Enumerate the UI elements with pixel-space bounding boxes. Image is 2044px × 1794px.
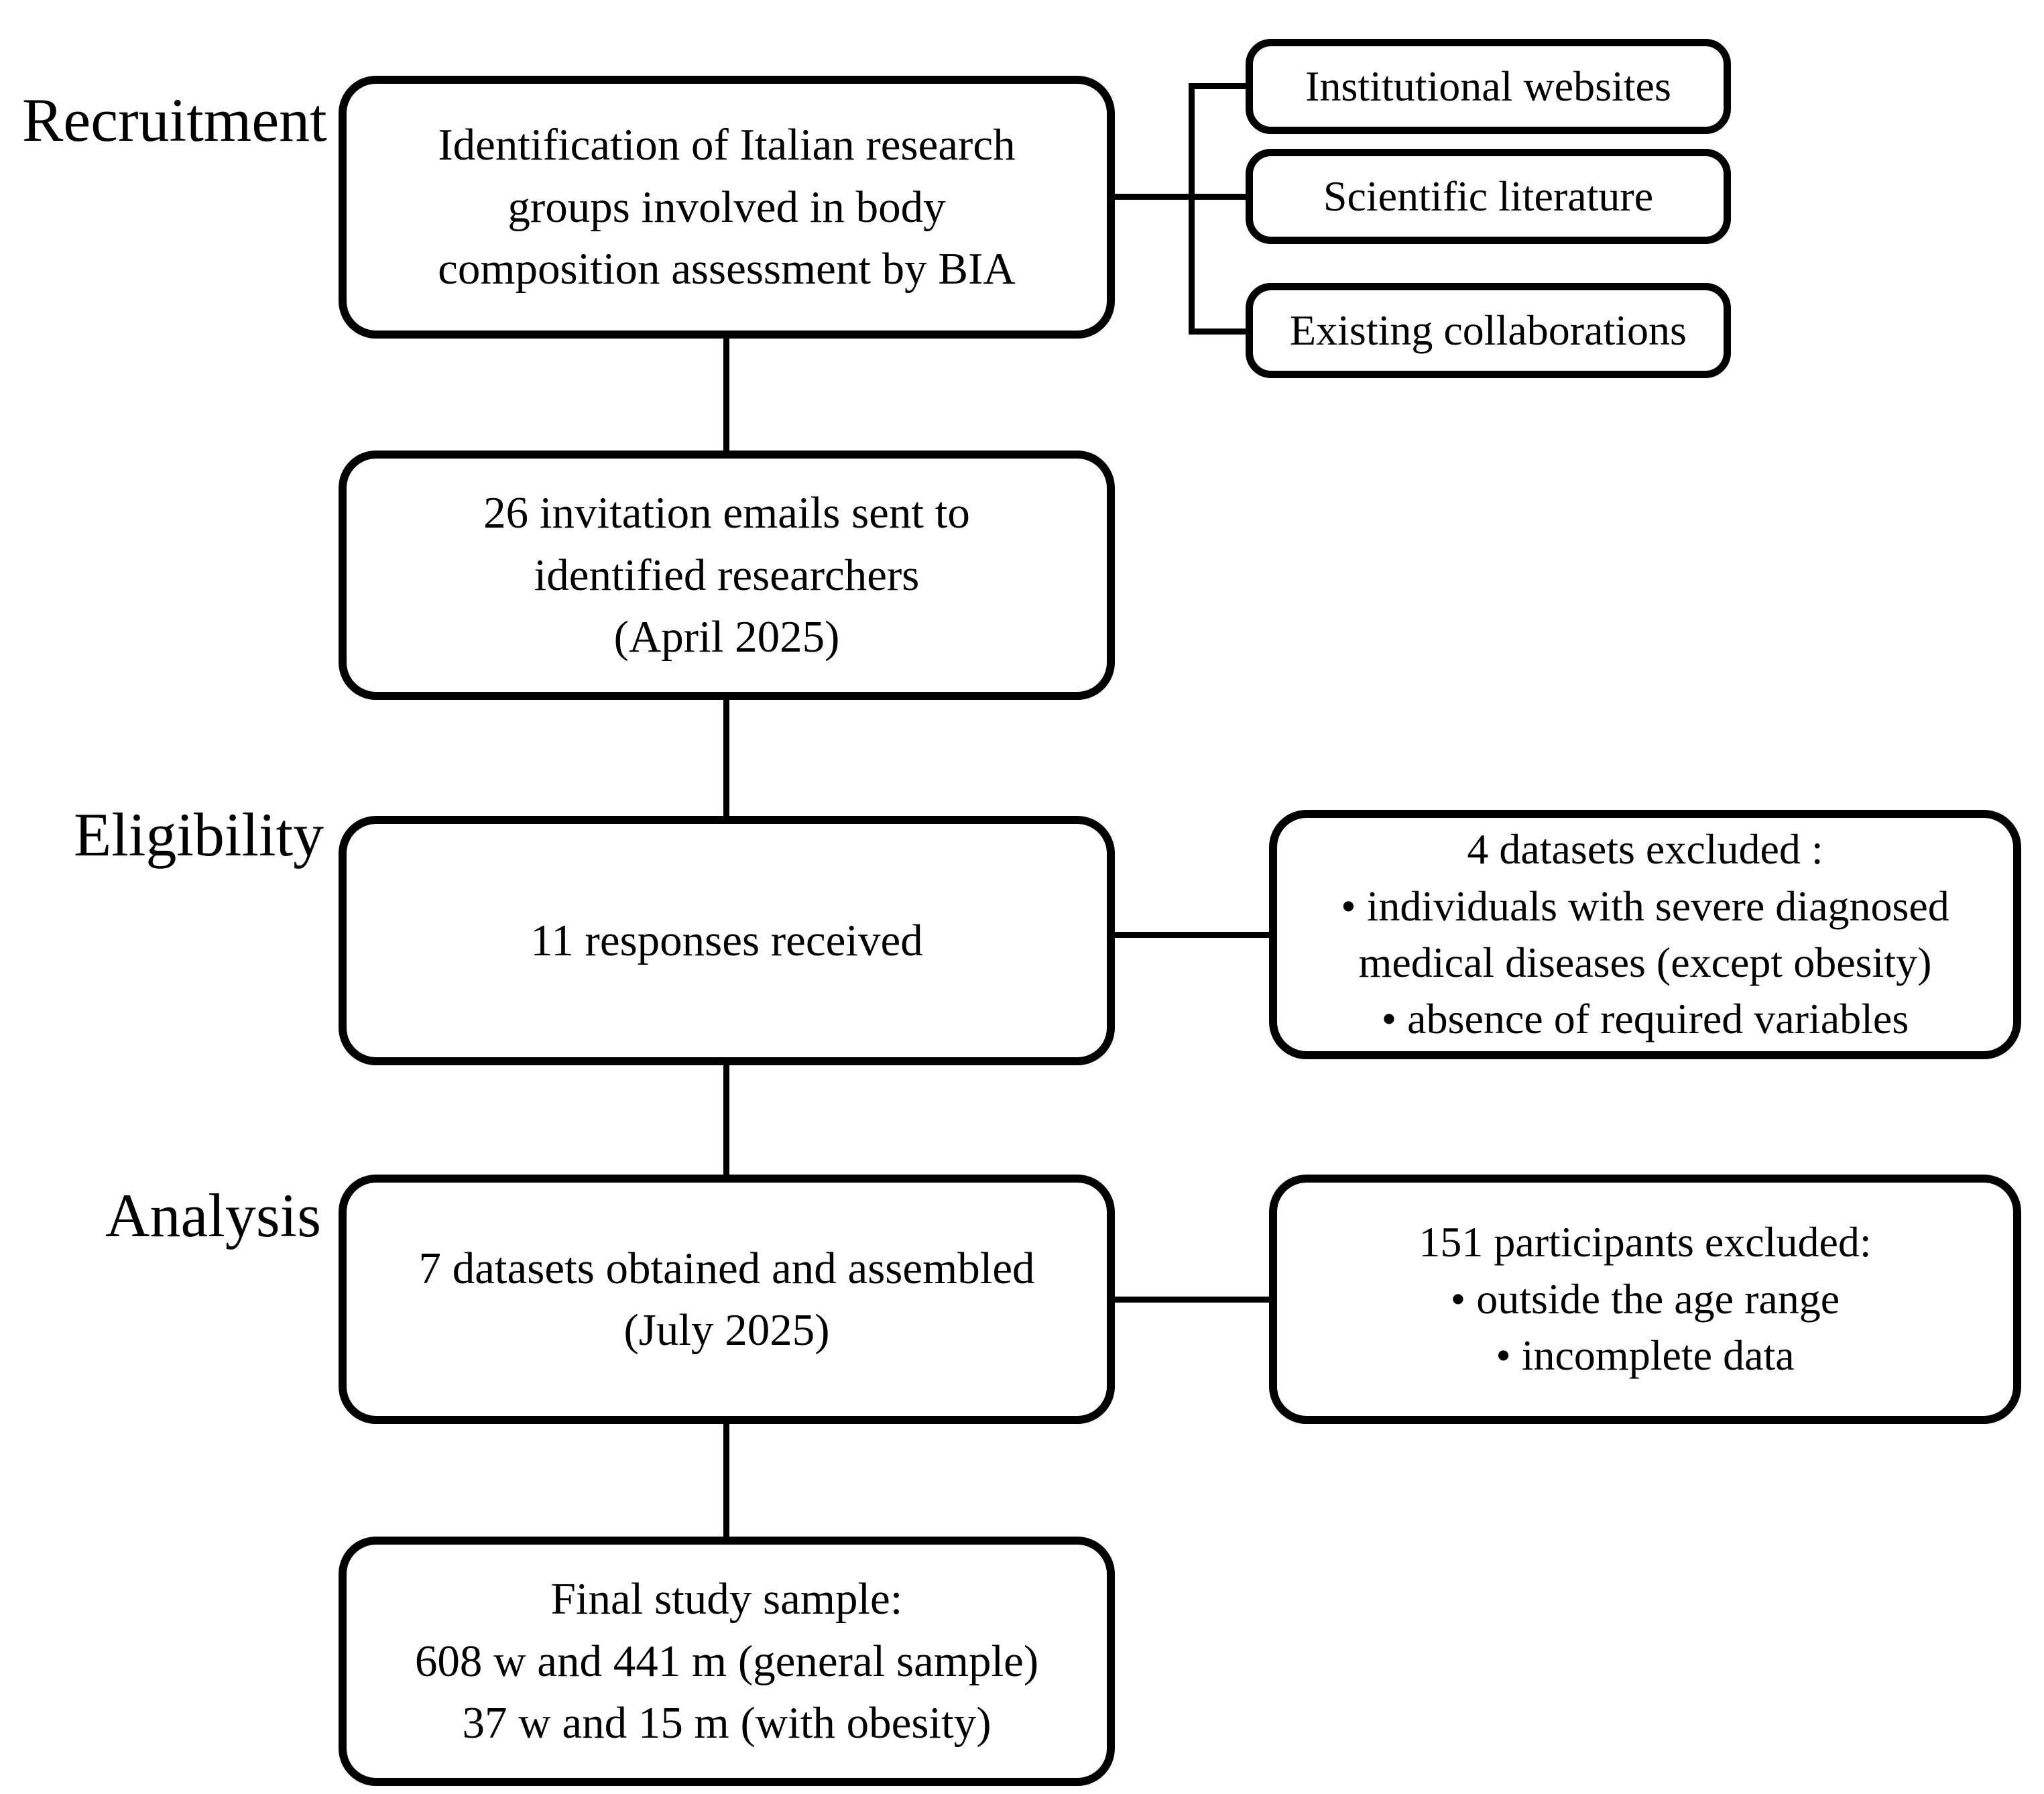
connector-responses-to-excluded-datasets xyxy=(1111,932,1276,938)
box-line: (July 2025) xyxy=(623,1305,830,1355)
connector-invitation-to-responses xyxy=(723,697,729,821)
connector-responses-to-datasets xyxy=(723,1063,729,1180)
connector-datasets-to-final xyxy=(723,1421,729,1542)
box-line: • incomplete data xyxy=(1496,1331,1795,1380)
connector-branch-to-collaborations xyxy=(1189,328,1252,335)
box-line: Institutional websites xyxy=(1305,62,1671,110)
box-line: Final study sample: xyxy=(550,1574,903,1624)
box-responses-received: 11 responses received xyxy=(339,816,1115,1065)
box-line: Existing collaborations xyxy=(1290,306,1687,354)
box-identification: Identification of Italian research group… xyxy=(339,76,1115,339)
box-line: 7 datasets obtained and assembled xyxy=(418,1243,1035,1293)
box-source-existing-collaborations: Existing collaborations xyxy=(1246,283,1731,378)
stage-label-eligibility: Eligibility xyxy=(74,800,324,869)
box-line: • outside the age range xyxy=(1450,1274,1840,1323)
box-line: • absence of required variables xyxy=(1381,995,1909,1043)
box-excluded-participants: 151 participants excluded: • outside the… xyxy=(1269,1175,2021,1424)
connector-datasets-to-excluded-participants xyxy=(1111,1297,1276,1303)
box-line: • individuals with severe diagnosed xyxy=(1341,882,1949,930)
box-line: Scientific literature xyxy=(1323,172,1654,220)
box-source-institutional-websites: Institutional websites xyxy=(1246,39,1731,134)
box-source-scientific-literature: Scientific literature xyxy=(1246,149,1731,244)
box-line: medical diseases (except obesity) xyxy=(1358,939,1932,986)
box-line: 11 responses received xyxy=(530,915,923,965)
box-line: (April 2025) xyxy=(613,612,840,662)
box-line: composition assessment by BIA xyxy=(438,244,1016,294)
box-invitation-emails: 26 invitation emails sent to identified … xyxy=(339,451,1115,700)
connector-branch-to-institutional xyxy=(1189,83,1252,89)
stage-label-analysis: Analysis xyxy=(105,1181,321,1250)
stage-label-recruitment: Recruitment xyxy=(22,86,327,154)
box-line: 37 w and 15 m (with obesity) xyxy=(462,1698,991,1748)
connector-identification-to-invitation xyxy=(723,335,729,456)
box-line: groups involved in body xyxy=(507,182,946,232)
box-datasets-obtained: 7 datasets obtained and assembled (July … xyxy=(339,1175,1115,1424)
box-line: 26 invitation emails sent to xyxy=(483,488,970,538)
box-excluded-datasets: 4 datasets excluded : • individuals with… xyxy=(1269,810,2021,1059)
connector-branch-vertical xyxy=(1189,83,1195,335)
box-line: 4 datasets excluded : xyxy=(1467,825,1823,874)
box-line: identified researchers xyxy=(534,550,920,600)
box-line: 608 w and 441 m (general sample) xyxy=(414,1636,1039,1686)
box-final-sample: Final study sample: 608 w and 441 m (gen… xyxy=(339,1537,1115,1786)
box-line: 151 participants excluded: xyxy=(1419,1218,1872,1266)
connector-identification-to-branch xyxy=(1113,194,1252,200)
box-line: Identification of Italian research xyxy=(438,120,1016,170)
